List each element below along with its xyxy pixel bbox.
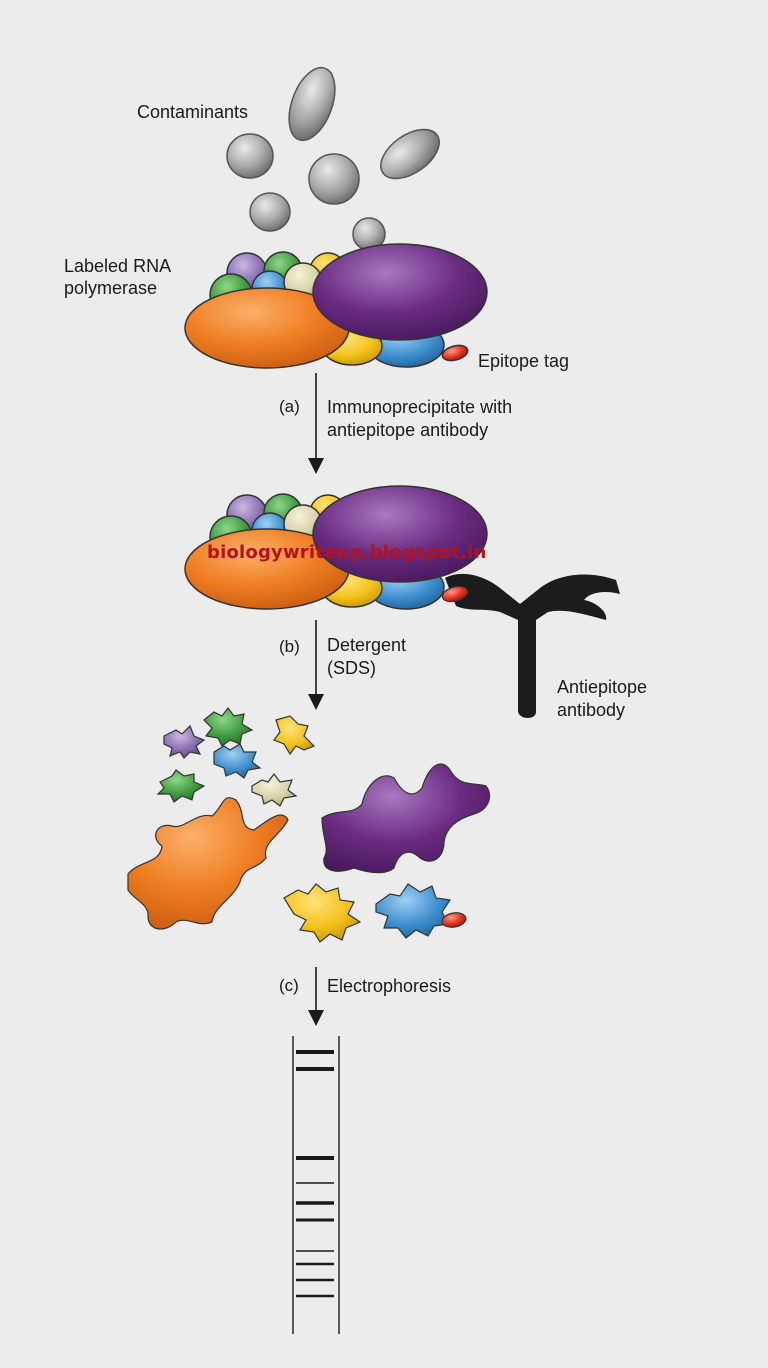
contaminant-particle (308, 153, 360, 205)
step-c-letter: (c) (279, 976, 299, 995)
epitope-tag-bound (441, 585, 469, 603)
denatured-green (203, 707, 254, 747)
contaminant-particle (380, 128, 440, 180)
contaminant-particle (288, 66, 336, 142)
electrophoresis-gel-lane (292, 1036, 340, 1334)
contaminant-particle (226, 133, 274, 179)
subunit-purple (312, 243, 488, 341)
rna-polymerase-complex (184, 243, 488, 369)
subunit-purple (312, 485, 488, 583)
label-labeled-rna-polymerase-line2: polymerase (64, 278, 158, 298)
step-a-letter: (a) (279, 397, 300, 416)
label-epitope-tag: Epitope tag (478, 351, 570, 371)
denatured-subunits (127, 707, 491, 943)
rna-polymerase-bound (184, 485, 488, 610)
denatured-beige (251, 773, 298, 807)
epitope-tag-free (441, 912, 467, 928)
denatured-blue (375, 883, 452, 939)
label-antiepitope-antibody-line1: Antiepitope (557, 677, 648, 697)
step-b-line2: (SDS) (327, 658, 376, 678)
denatured-orange (127, 797, 289, 930)
step-a-line2: antiepitope antibody (327, 420, 489, 440)
antiepitope-antibody (445, 573, 620, 718)
contaminants-group (226, 66, 440, 251)
step-b-letter: (b) (279, 637, 300, 656)
denatured-green (156, 769, 206, 803)
step-b-line1: Detergent (327, 635, 407, 655)
step-c-line1: Electrophoresis (327, 976, 452, 996)
denatured-lavender (163, 724, 206, 759)
denatured-blue (213, 743, 262, 779)
denatured-yellow (283, 883, 362, 943)
label-labeled-rna-polymerase-line1: Labeled RNA (64, 256, 172, 276)
step-a-line1: Immunoprecipitate with (327, 397, 513, 417)
epitope-tag (441, 344, 469, 362)
watermark: biologywriteup.blogspot.in (207, 542, 487, 563)
label-contaminants: Contaminants (137, 102, 249, 122)
contaminant-particle (249, 192, 291, 232)
denatured-purple (321, 763, 491, 874)
denatured-yellow (273, 715, 316, 756)
label-antiepitope-antibody-line2: antibody (557, 700, 626, 720)
